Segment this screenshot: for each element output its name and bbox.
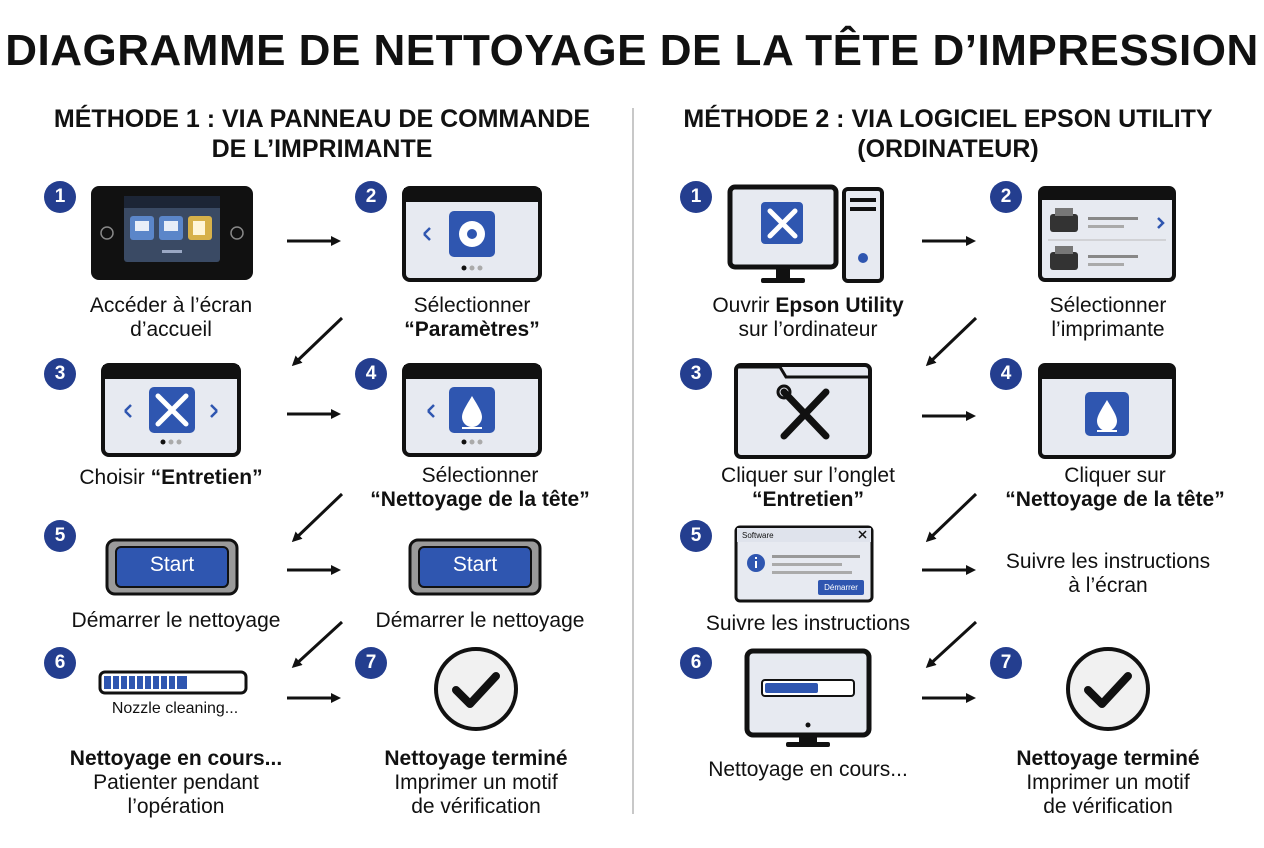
step-badge-5: 5 — [44, 520, 76, 552]
method2-heading-line1: MÉTHODE 2 : VIA LOGICIEL EPSON UTILITY — [683, 105, 1213, 133]
step-badge-2: 2 — [990, 181, 1022, 213]
step-badge-6: 6 — [44, 647, 76, 679]
start-button-icon — [105, 538, 239, 596]
caption-line: sur l’ordinateur — [738, 318, 878, 341]
step-6-caption: Nettoyage en cours... — [708, 758, 908, 781]
step-2-caption: Sélectionner “Paramètres” — [340, 294, 604, 342]
caption-line: Cliquer sur — [1064, 464, 1166, 487]
method1-heading-line2: DE L’IMPRIMANTE — [211, 135, 433, 163]
printer-list-window-icon — [1038, 186, 1176, 282]
step-badge-2: 2 — [355, 181, 387, 213]
caption-line: de vérification — [411, 795, 541, 818]
step-5-caption: Suivre les instructions — [705, 612, 911, 635]
progress-fill — [765, 683, 818, 693]
caption-line: Suivre les instructions — [1005, 550, 1211, 573]
caption-line: “Nettoyage de la tête” — [370, 488, 590, 511]
caption-line: Nettoyage en cours... — [69, 747, 283, 770]
caption-line: de vérification — [1043, 795, 1173, 818]
ink-drop-window-icon — [1038, 363, 1176, 459]
caption-line: Imprimer un motif — [394, 771, 558, 794]
monitor-progress-icon — [744, 648, 872, 747]
caption-line: Cliquer sur l’onglet — [721, 464, 895, 487]
method2-heading: MÉTHODE 2 : VIA LOGICIEL EPSON UTILITY (… — [648, 104, 1248, 164]
page-title: DIAGRAMME DE NETTOYAGE DE LA TÊTE D’IMPR… — [5, 26, 1259, 75]
caption-line: Nettoyage terminé — [384, 747, 568, 770]
caption-line: “Entretien” — [751, 488, 864, 511]
step-2-caption: Sélectionner l’imprimante — [972, 294, 1244, 342]
step-badge-7: 7 — [990, 647, 1022, 679]
step-badge-3: 3 — [680, 358, 712, 390]
column-divider — [632, 108, 634, 814]
dialog-start-button[interactable]: Démarrer — [824, 583, 858, 592]
caption-line: Ouvrir Epson Utility — [672, 294, 944, 318]
caption-line: “Nettoyage de la tête” — [1005, 488, 1225, 511]
method1-heading: MÉTHODE 1 : VIA PANNEAU DE COMMANDE DE L… — [22, 104, 622, 164]
step-7-caption: Nettoyage terminé Imprimer un motif de v… — [340, 747, 612, 819]
step-4-caption: Sélectionner “Nettoyage de la tête” — [340, 464, 620, 512]
arrow-diagonal — [291, 620, 344, 669]
method2-heading-line2: (ORDINATEUR) — [857, 135, 1039, 163]
arrow-diagonal — [291, 492, 344, 543]
caption-line: Imprimer un motif — [1026, 771, 1190, 794]
arrow-diagonal — [925, 492, 978, 543]
caption-line: “Paramètres” — [404, 318, 540, 341]
caption-line: Nettoyage terminé — [1016, 747, 1200, 770]
caption-line: l’imprimante — [1051, 318, 1165, 341]
step-7-caption: Nettoyage terminé Imprimer un motif de v… — [972, 747, 1244, 819]
check-circle-icon — [434, 647, 518, 731]
caption-bold: Epson Utility — [775, 294, 904, 317]
step-1-caption: Accéder à l’écran d’accueil — [40, 294, 302, 342]
settings-gear-screen-icon — [402, 186, 542, 282]
ink-drop-screen-icon — [402, 363, 542, 457]
computer-tools-icon — [727, 184, 884, 283]
step-badge-1: 1 — [44, 181, 76, 213]
start-button-icon-extra — [408, 538, 542, 596]
step-6-caption: Nettoyage en cours... Patienter pendant … — [40, 747, 312, 819]
caption-line: à l’écran — [1068, 574, 1148, 597]
step-3-caption: Choisir “Entretien” — [40, 466, 302, 490]
method2-arrows — [922, 236, 978, 703]
method1-arrows — [287, 236, 344, 703]
maintenance-tab-window-icon — [734, 363, 872, 459]
step-badge-5: 5 — [680, 520, 712, 552]
start-button-label-extra: Start — [452, 553, 498, 576]
step-badge-6: 6 — [680, 647, 712, 679]
caption-prefix: Ouvrir — [712, 294, 776, 317]
start-button-label: Start — [149, 553, 195, 576]
caption-line: Patienter pendant — [93, 771, 259, 794]
maintenance-tools-screen-icon — [101, 363, 241, 457]
caption-bold: “Entretien” — [150, 466, 263, 489]
step-4-caption: Cliquer sur “Nettoyage de la tête” — [972, 464, 1258, 512]
progress-bar-icon — [98, 670, 248, 695]
caption-line: Accéder à l’écran — [89, 294, 253, 317]
caption-line: Sélectionner — [1049, 294, 1167, 317]
printer-home-screen-icon — [91, 186, 253, 280]
caption-line: Sélectionner — [413, 294, 531, 317]
step-badge-7: 7 — [355, 647, 387, 679]
step-badge-4: 4 — [355, 358, 387, 390]
caption-line: d’accueil — [130, 318, 212, 341]
dialog-title: Software — [742, 531, 774, 540]
step-badge-3: 3 — [44, 358, 76, 390]
arrow-diagonal — [925, 620, 978, 669]
progress-status-text: Nozzle cleaning... — [111, 700, 239, 717]
caption-prefix: Choisir — [79, 466, 151, 489]
caption-line: Sélectionner — [421, 464, 539, 487]
software-dialog-icon — [734, 525, 874, 603]
caption-line: l’opération — [127, 795, 225, 818]
step-1-caption: Ouvrir Epson Utility sur l’ordinateur — [672, 294, 944, 342]
method1-heading-line1: MÉTHODE 1 : VIA PANNEAU DE COMMANDE — [53, 105, 591, 133]
step-5-extra-caption: Suivre les instructions à l’écran — [972, 550, 1244, 598]
arrow-diagonal — [925, 316, 978, 367]
step-5-caption: Démarrer le nettoyage — [71, 609, 281, 632]
step-badge-1: 1 — [680, 181, 712, 213]
step-3-caption: Cliquer sur l’onglet “Entretien” — [672, 464, 944, 512]
step-5-extra-caption: Démarrer le nettoyage — [375, 609, 585, 632]
progress-fill — [104, 676, 187, 689]
step-badge-4: 4 — [990, 358, 1022, 390]
arrow-diagonal — [291, 316, 344, 367]
check-circle-icon-m2 — [1066, 647, 1150, 731]
